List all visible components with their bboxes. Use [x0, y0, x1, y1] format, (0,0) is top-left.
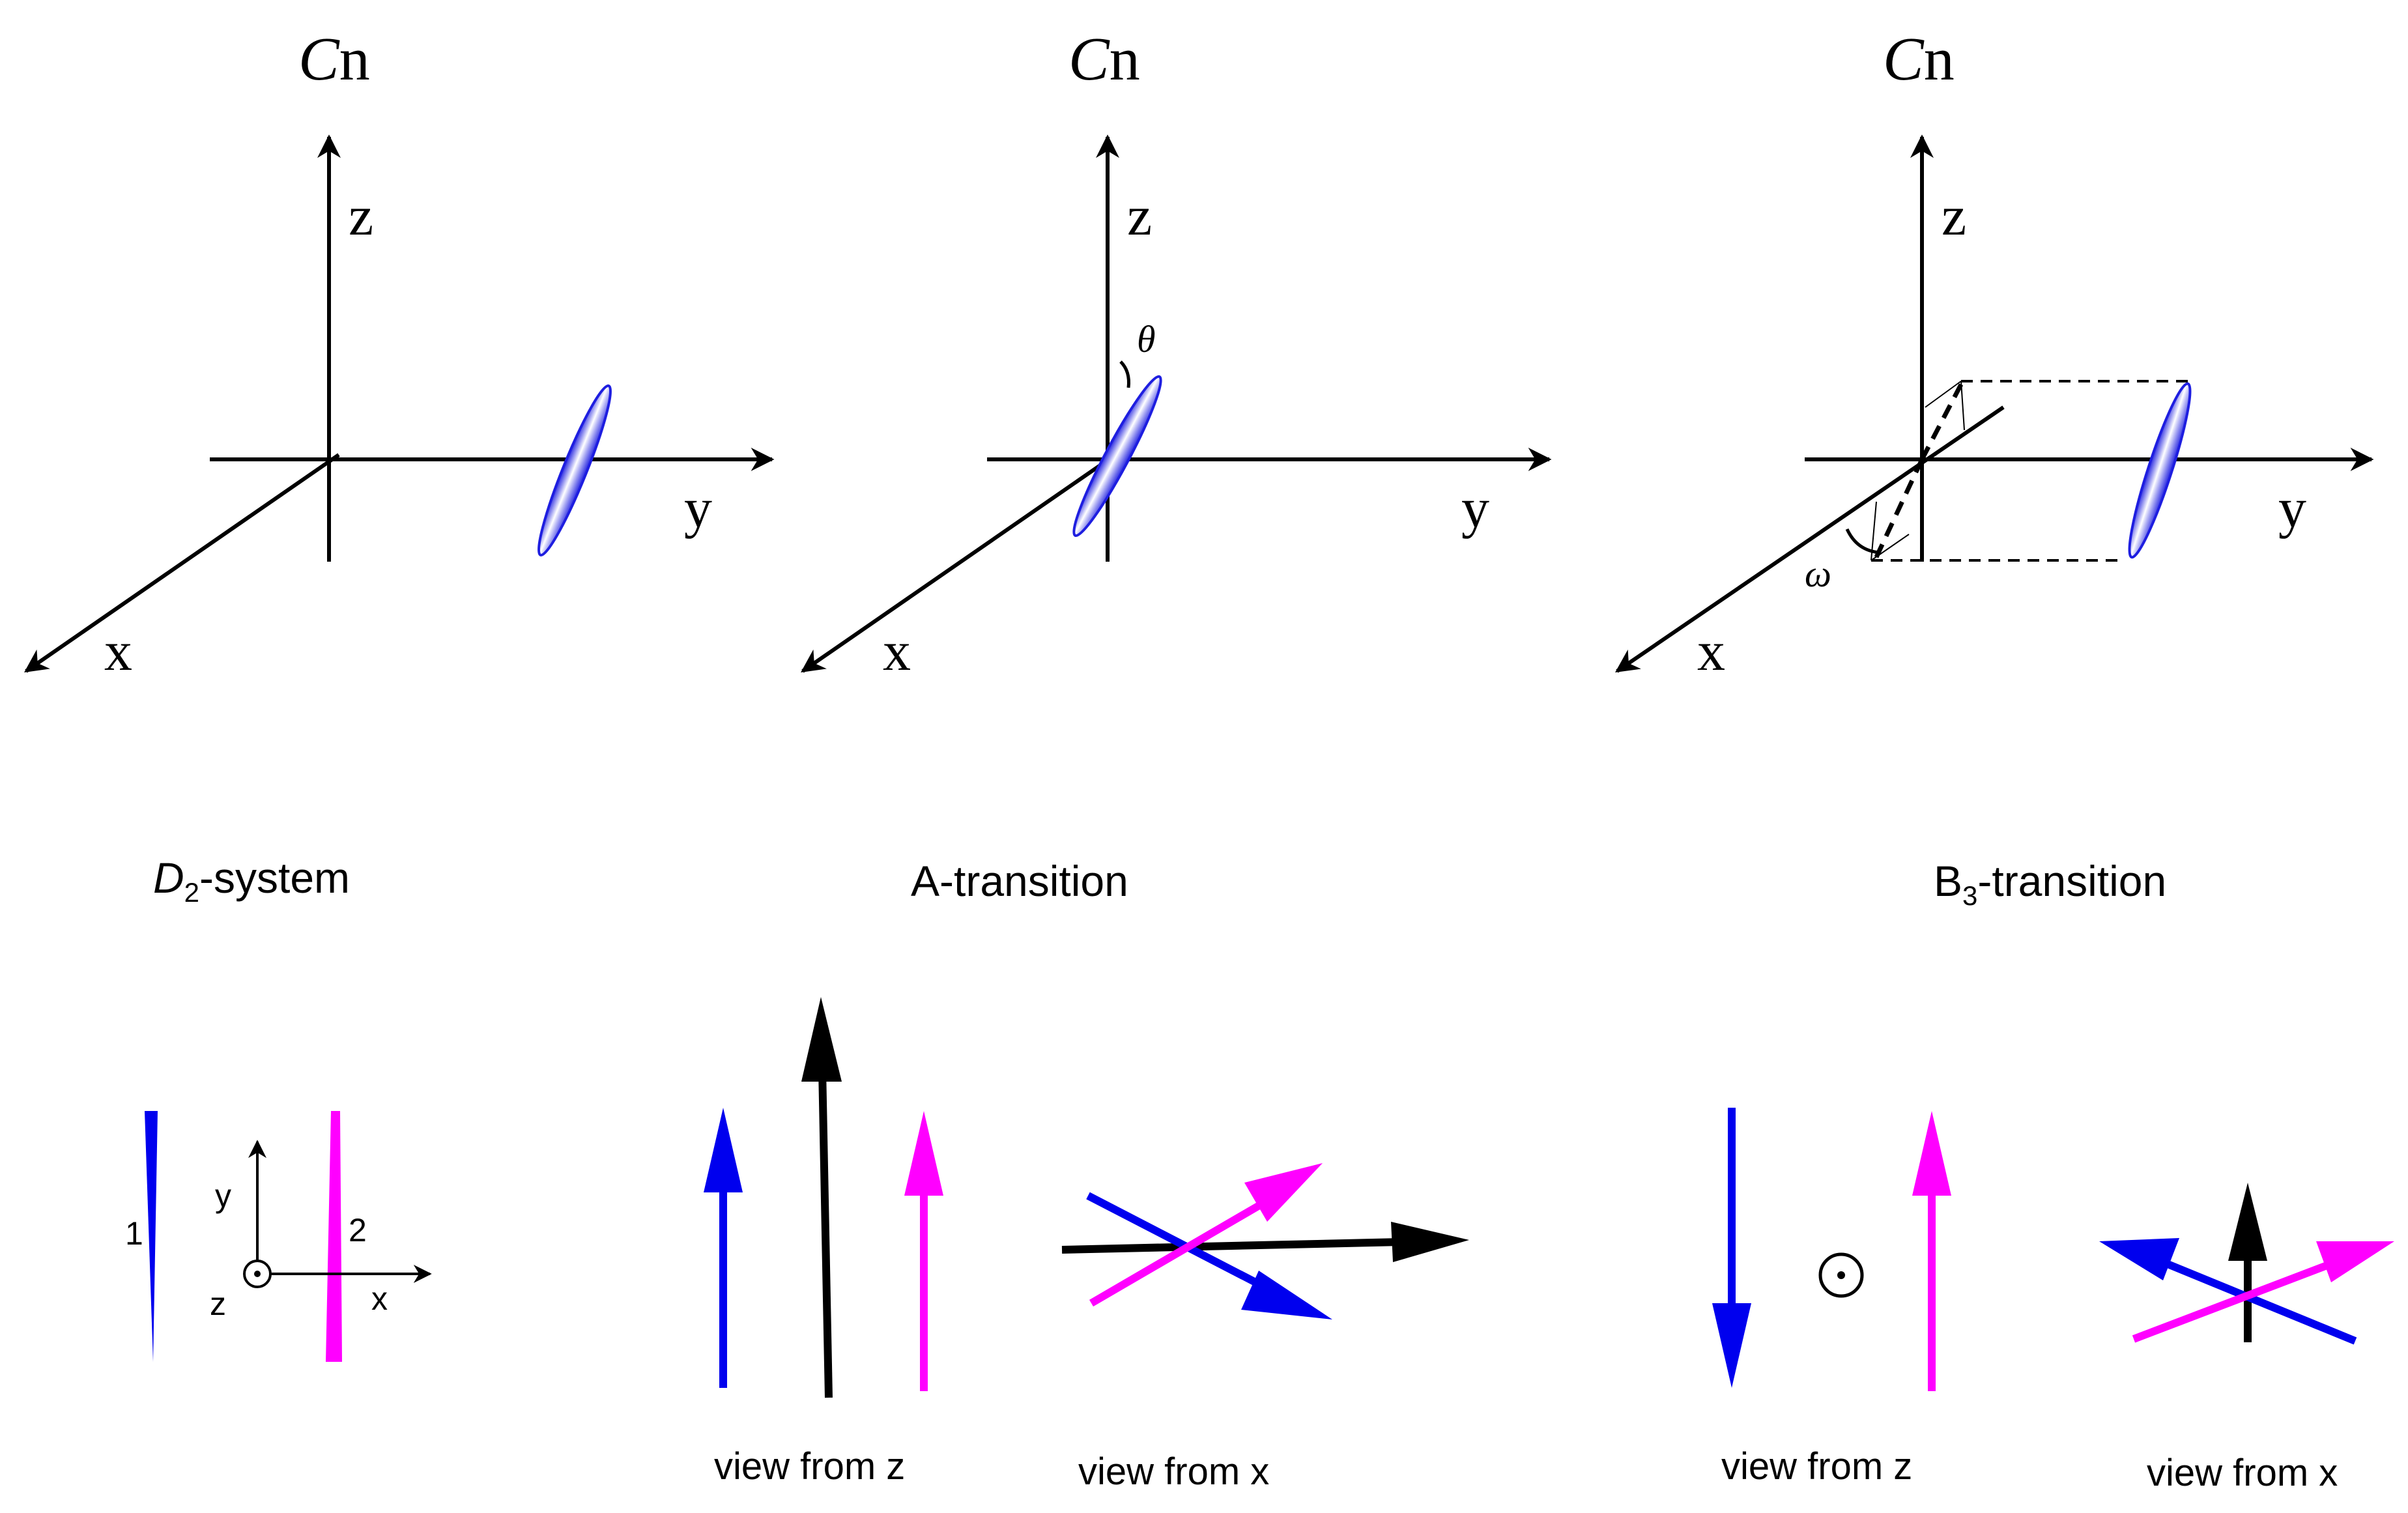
view-from-x-label: view from x [1078, 1450, 1269, 1493]
black-arrow-shaft [818, 1068, 833, 1398]
top-panel-2: Cn z y x θ [801, 25, 1552, 682]
a-transition-title: A-transition [911, 857, 1128, 905]
black-dot [1837, 1271, 1845, 1279]
moment-label-1: 1 [125, 1215, 143, 1252]
y-axis-label: y [684, 476, 712, 539]
z-axis-label: z [349, 184, 373, 247]
projected-axis-lower [1874, 458, 1925, 558]
blue-arrow-shaft-x [2158, 1257, 2357, 1345]
x-axis [1615, 405, 2005, 673]
view-from-z-label: view from z [1721, 1445, 1912, 1488]
theta-arc [1119, 360, 1130, 388]
x-axis-label: x [883, 620, 911, 682]
molecule-ellipse [537, 384, 612, 556]
z-dot [254, 1271, 261, 1277]
molecule-ellipse [2128, 382, 2192, 559]
omega-arc [1845, 528, 1880, 555]
blue-arrow-head [1712, 1303, 1751, 1388]
view-from-x-label: view from x [2147, 1452, 2338, 1494]
x-axis-label: x [1697, 620, 1725, 682]
magenta-transition-moment [326, 1111, 342, 1362]
magenta-arrow-shaft-x [2132, 1257, 2341, 1343]
axis-title-cn: Cn [298, 25, 370, 93]
d2-system-panel: D2-system 1 2 y z x [125, 854, 432, 1362]
blue-arrow-shaft-x [1086, 1192, 1279, 1297]
projection-lines [1871, 380, 2196, 562]
view-from-z-label: view from z [714, 1445, 905, 1488]
blue-arrow-head-x [1241, 1271, 1332, 1319]
top-panel-1: Cn z y x [24, 25, 775, 682]
projected-axis-upper [1919, 383, 1964, 461]
y-axis-label: y [2278, 476, 2306, 539]
magenta-arrow-shaft-x [1089, 1195, 1273, 1307]
omega-label: ω [1805, 553, 1831, 595]
blue-arrow-head-x [2099, 1238, 2179, 1280]
b3-transition-panel: B3-transition view from z view from x [1712, 857, 2394, 1494]
small-x-label: x [371, 1280, 388, 1317]
x-axis [801, 453, 1117, 673]
y-axis-label: y [1461, 476, 1489, 539]
x-axis-label: x [104, 620, 132, 682]
top-panel-3: Cn z y x ω [1615, 25, 2374, 682]
a-transition-panel: A-transition view from z view from x [704, 857, 1469, 1493]
black-arrow-head-x [1391, 1222, 1469, 1262]
black-arrow-head-x [2228, 1183, 2267, 1261]
theta-label: θ [1137, 318, 1156, 360]
d2-system-title: D2-system [153, 854, 350, 908]
moment-label-2: 2 [349, 1212, 367, 1248]
small-z-label: z [210, 1286, 226, 1322]
blue-arrow-head [704, 1108, 743, 1192]
z-axis-label: z [1942, 184, 1966, 247]
x-axis [24, 453, 340, 673]
magenta-arrow-head [1912, 1111, 1951, 1196]
molecule-ellipse [1072, 375, 1162, 538]
black-arrow-head [801, 997, 842, 1082]
b3-transition-title: B3-transition [1934, 857, 2166, 911]
blue-transition-moment [145, 1111, 158, 1362]
magenta-arrow-head [904, 1111, 943, 1196]
z-axis-label: z [1127, 184, 1152, 247]
black-arrow-shaft-x [1061, 1238, 1401, 1254]
axis-title-cn: Cn [1068, 25, 1140, 93]
magenta-arrow-head-x [2316, 1241, 2394, 1282]
small-y-label: y [215, 1177, 231, 1214]
magenta-arrow-head-x [1244, 1163, 1323, 1222]
axis-title-cn: Cn [1883, 25, 1955, 93]
